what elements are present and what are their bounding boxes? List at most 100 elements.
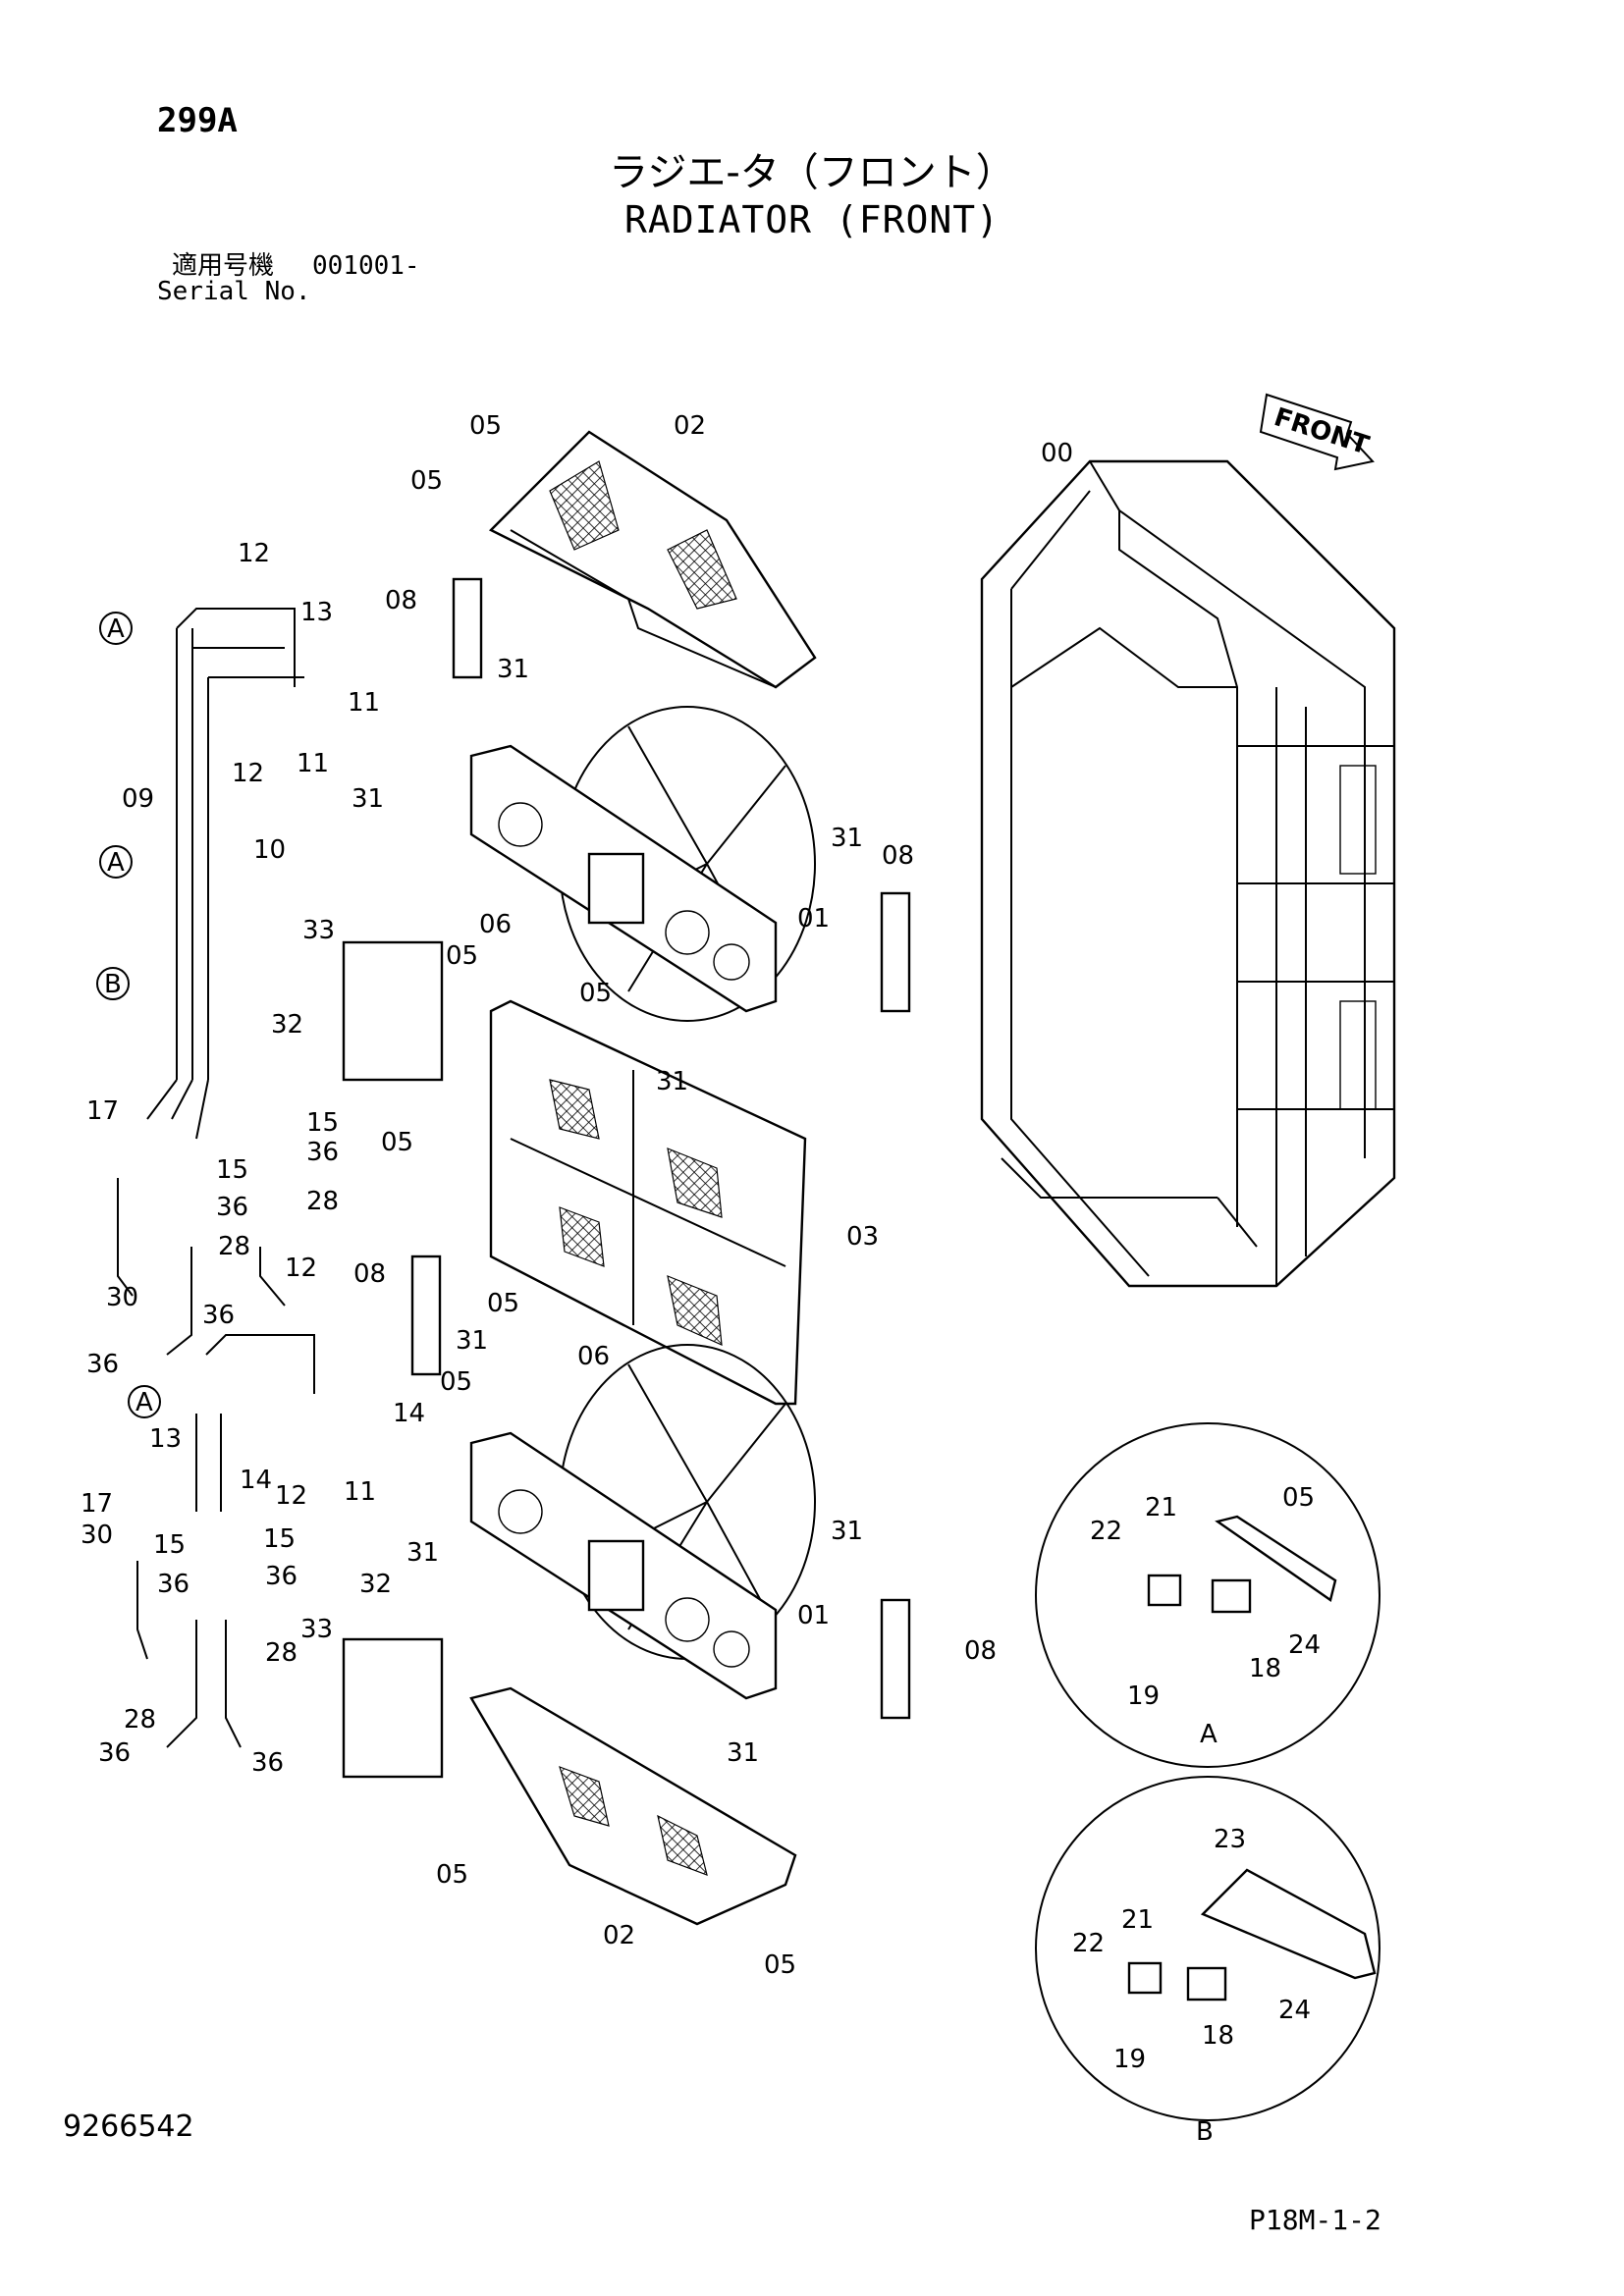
callout-15: 12 — [275, 1481, 307, 1511]
callout-05: 05 — [579, 979, 612, 1008]
callout-05: 05 — [469, 411, 502, 441]
callout-32: 31 — [497, 655, 529, 684]
middle-shroud-cover — [489, 999, 807, 1406]
callout-05: 05 — [440, 1367, 472, 1397]
callout-05: 05 — [436, 1860, 468, 1890]
callout-22: 19 — [1127, 1682, 1160, 1711]
callout-08: 08 — [353, 1259, 386, 1289]
callout-31: 30 — [106, 1283, 138, 1312]
callout-02: 02 — [674, 411, 706, 441]
callout-36: 36 — [216, 1193, 248, 1222]
lower-shroud-cover — [469, 1686, 797, 1926]
callout-08: 08 — [385, 586, 417, 615]
callout-01: 01 — [797, 1601, 830, 1630]
callout-15: 12 — [238, 539, 270, 568]
callout-19: 17 — [81, 1489, 113, 1519]
callout-14: 11 — [348, 688, 380, 718]
callout-36: 36 — [265, 1562, 298, 1591]
callout-36: 36 — [306, 1138, 339, 1167]
callout-23: 21 — [1121, 1905, 1154, 1935]
callout-00: 00 — [1041, 439, 1073, 468]
callout-23: 21 — [1145, 1493, 1177, 1522]
callout-18: 14 — [393, 1399, 425, 1428]
callout-06: 05 — [1282, 1483, 1315, 1513]
bracket-mid-left — [410, 1255, 442, 1376]
sheet-code: P18M-1-2 — [1249, 2204, 1381, 2236]
callout-32: 31 — [352, 784, 384, 814]
callout-28: 28 — [218, 1232, 250, 1261]
callout-28: 28 — [306, 1187, 339, 1216]
serial-label-japanese: 適用号機 — [172, 251, 275, 281]
callout-32: 31 — [406, 1538, 439, 1568]
callout-04: 06 — [479, 910, 512, 939]
callout-36: 36 — [202, 1301, 235, 1330]
callout-13: 15 — [153, 1530, 186, 1560]
callout-32: 31 — [831, 824, 863, 853]
callout-05: 05 — [487, 1289, 519, 1318]
oil-cooler-tube-assembly — [117, 608, 315, 1748]
callout-09: 09 — [122, 784, 154, 814]
callout-26: 24 — [1288, 1630, 1321, 1660]
page-id: 299A — [157, 101, 238, 140]
callout-03: 03 — [846, 1222, 879, 1252]
detail-view-a: A — [1035, 1422, 1380, 1768]
detail-a-label: A — [1200, 1720, 1218, 1749]
callout-26: 24 — [1278, 1996, 1311, 2025]
callout-05: 05 — [446, 941, 478, 971]
callout-36: 36 — [98, 1738, 131, 1768]
callout-13: 15 — [216, 1155, 248, 1185]
callout-17: 13 — [300, 598, 333, 627]
callout-15: 12 — [232, 759, 264, 788]
callout-05: 05 — [410, 466, 443, 496]
document-number: 9266542 — [63, 2109, 194, 2144]
callout-32: 31 — [656, 1067, 688, 1096]
callout-25: 23 — [1214, 1825, 1246, 1854]
callout-28: 28 — [124, 1705, 156, 1735]
callout-12: 14 — [240, 1466, 272, 1495]
bracket-upper-left — [452, 577, 483, 679]
svg-text:A: A — [107, 848, 125, 878]
callout-32: 31 — [456, 1326, 488, 1356]
upper-shroud-cover — [488, 430, 817, 689]
bracket-lower-right — [880, 1598, 911, 1720]
bracket-upper-right — [880, 891, 911, 1013]
callout-10: 10 — [253, 835, 286, 865]
callout-14: 11 — [297, 749, 329, 778]
callout-15: 12 — [285, 1254, 317, 1283]
svg-text:B: B — [104, 970, 122, 999]
callout-24: 22 — [1072, 1929, 1105, 1958]
callout-01: 01 — [797, 904, 830, 934]
svg-text:A: A — [135, 1388, 153, 1417]
callout-33: 32 — [359, 1570, 392, 1599]
radiator-core-assembly — [980, 459, 1396, 1288]
callout-13: 15 — [263, 1524, 296, 1554]
callout-19: 17 — [86, 1096, 119, 1126]
callout-35: 33 — [302, 916, 335, 945]
callout-32: 31 — [727, 1738, 759, 1768]
callout-32: 31 — [831, 1517, 863, 1546]
front-direction-arrow: FRONT — [1259, 393, 1375, 471]
callout-36: 36 — [86, 1350, 119, 1379]
callout-05: 05 — [381, 1128, 413, 1157]
callout-22: 19 — [1113, 2045, 1146, 2074]
title-english: RADIATOR (FRONT) — [623, 198, 1001, 241]
upper-cover-plate — [342, 940, 444, 1082]
callout-05: 05 — [764, 1950, 796, 1980]
callout-36: 36 — [157, 1570, 189, 1599]
svg-text:A: A — [107, 614, 125, 644]
serial-value: 001001- — [312, 251, 420, 281]
callout-02: 02 — [603, 1921, 635, 1950]
callout-28: 28 — [265, 1638, 298, 1668]
callout-35: 33 — [300, 1615, 333, 1644]
detail-b-label: B — [1196, 2117, 1214, 2147]
lower-fan-bracket-assembly — [469, 1344, 816, 1700]
callout-36: 36 — [251, 1748, 284, 1778]
callout-24: 22 — [1090, 1517, 1122, 1546]
upper-fan-bracket-assembly — [469, 706, 816, 1022]
callout-04: 06 — [577, 1342, 610, 1371]
callout-21: 18 — [1249, 1654, 1281, 1683]
callout-33: 32 — [271, 1010, 303, 1040]
serial-label-english: Serial No. — [157, 277, 311, 306]
callout-11: 13 — [149, 1424, 182, 1454]
callout-08: 08 — [964, 1636, 997, 1666]
